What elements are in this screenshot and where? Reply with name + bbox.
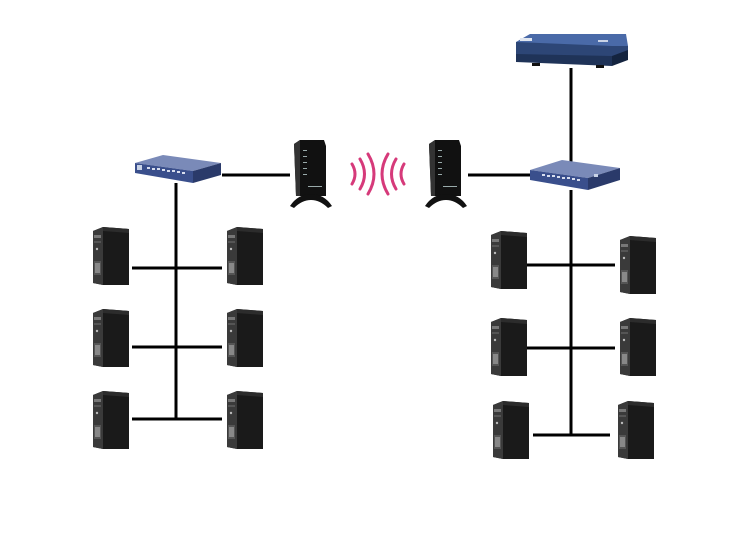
router-icon [512,32,630,72]
desktop-pc-icon [221,389,265,451]
desktop-pc-icon [614,316,658,378]
desktop-pc-icon [614,234,658,296]
desktop-pc-icon [87,307,131,369]
desktop-pc-icon [221,307,265,369]
desktop-pc-icon [485,229,529,291]
wireless-signal-icon [350,152,406,196]
network-switch-icon [528,158,622,196]
wireless-access-point-icon [288,138,334,210]
wireless-access-point-icon [423,138,469,210]
desktop-pc-icon [487,399,531,461]
desktop-pc-icon [612,399,656,461]
network-switch-icon [133,153,223,191]
desktop-pc-icon [485,316,529,378]
desktop-pc-icon [87,225,131,287]
desktop-pc-icon [221,225,265,287]
desktop-pc-icon [87,389,131,451]
